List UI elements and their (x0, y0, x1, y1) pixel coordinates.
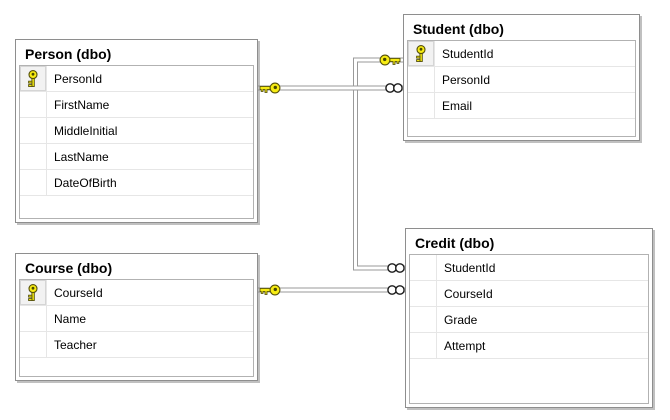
table-credit-columns: StudentId CourseId Grade Attempt (409, 254, 649, 404)
table-student-columns: StudentId PersonId Email (407, 40, 636, 137)
table-person-columns: PersonId FirstName MiddleInitial LastNam… (19, 65, 254, 219)
table-course-columns: CourseId Name Teacher (19, 279, 254, 377)
table-row[interactable]: DateOfBirth (20, 170, 253, 196)
column-name: StudentId (442, 46, 494, 61)
relationship-student-credit[interactable] (353, 57, 406, 271)
table-row[interactable]: StudentId (410, 255, 648, 281)
table-student[interactable]: Student (dbo) StudentId PersonId Email (403, 14, 640, 141)
primary-key-icon (28, 283, 38, 301)
table-row[interactable]: CourseId (410, 281, 648, 307)
column-name: MiddleInitial (54, 123, 118, 138)
table-row[interactable]: MiddleInitial (20, 118, 253, 144)
table-row[interactable]: LastName (20, 144, 253, 170)
column-name: Name (54, 311, 87, 326)
table-person-title[interactable]: Person (dbo) (25, 46, 112, 62)
table-course-title[interactable]: Course (dbo) (25, 260, 113, 276)
table-row[interactable]: CourseId (20, 280, 253, 306)
table-row[interactable]: PersonId (408, 67, 635, 93)
column-name: DateOfBirth (54, 175, 117, 190)
column-name: StudentId (444, 260, 496, 275)
table-credit[interactable]: Credit (dbo) StudentId CourseId Grade At… (405, 228, 653, 408)
primary-key-icon (28, 69, 38, 87)
column-name: Email (442, 98, 473, 113)
table-row[interactable]: StudentId (408, 41, 635, 67)
column-name: FirstName (54, 97, 110, 112)
table-row[interactable]: Attempt (410, 333, 648, 359)
column-name: Teacher (54, 337, 97, 352)
column-name: CourseId (54, 285, 103, 300)
table-row[interactable]: FirstName (20, 92, 253, 118)
column-name: LastName (54, 149, 109, 164)
table-person[interactable]: Person (dbo) PersonId FirstName MiddleIn… (15, 39, 258, 223)
column-name: PersonId (54, 71, 103, 86)
column-name: PersonId (442, 72, 491, 87)
table-student-title[interactable]: Student (dbo) (413, 21, 504, 37)
table-row[interactable]: Name (20, 306, 253, 332)
table-row[interactable]: Grade (410, 307, 648, 333)
column-name: Grade (444, 312, 478, 327)
table-row[interactable]: Teacher (20, 332, 253, 358)
table-credit-title[interactable]: Credit (dbo) (415, 235, 495, 251)
table-row[interactable]: Email (408, 93, 635, 119)
column-name: Attempt (444, 338, 486, 353)
table-row[interactable]: PersonId (20, 66, 253, 92)
table-course[interactable]: Course (dbo) CourseId Name Teacher (15, 253, 258, 381)
primary-key-icon (416, 44, 426, 62)
column-name: CourseId (444, 286, 493, 301)
